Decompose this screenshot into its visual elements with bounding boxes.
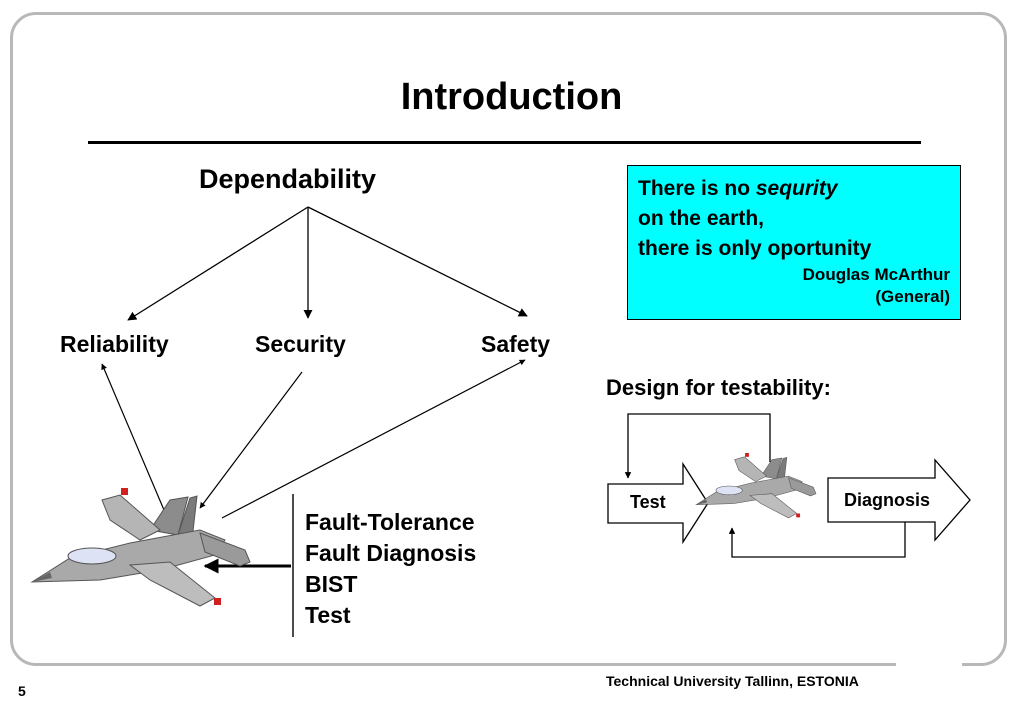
frame-gap: [896, 660, 962, 672]
technique-item: BIST: [305, 571, 358, 597]
quote-author: Douglas McArthur: [802, 265, 950, 284]
node-reliability: Reliability: [60, 331, 169, 357]
quote-emphasis: sequrity: [755, 177, 838, 200]
diagnosis-label: Diagnosis: [844, 490, 931, 510]
aircraft-illustration-large: [31, 487, 251, 607]
technique-item: Fault-Tolerance: [305, 509, 475, 535]
quote-line-1: There is no sequrity: [638, 177, 838, 200]
quote-line-3: there is only oportunity: [638, 237, 872, 260]
quote-line-2: on the earth,: [638, 207, 765, 230]
technique-item: Test: [305, 602, 351, 628]
quote-box: There is no sequrity on the earth, there…: [627, 165, 961, 320]
testability-heading: Design for testability:: [606, 375, 831, 400]
node-dependability: Dependability: [199, 164, 377, 194]
node-safety: Safety: [481, 331, 551, 357]
aircraft-illustration-small: [695, 452, 817, 519]
technique-item: Fault Diagnosis: [305, 540, 477, 566]
diagnosis-block-arrow: [827, 458, 971, 542]
quote-author-role: (General): [875, 287, 950, 306]
page-number: 5: [18, 683, 26, 699]
test-label: Test: [630, 492, 666, 512]
footer-text: Technical University Tallinn, ESTONIA: [606, 673, 859, 689]
title-underline: [88, 141, 921, 144]
node-security: Security: [255, 331, 346, 357]
test-block-arrow: [607, 461, 709, 545]
techniques-list: Fault-Tolerance Fault Diagnosis BIST Tes…: [305, 507, 476, 631]
slide-title: Introduction: [400, 76, 623, 118]
